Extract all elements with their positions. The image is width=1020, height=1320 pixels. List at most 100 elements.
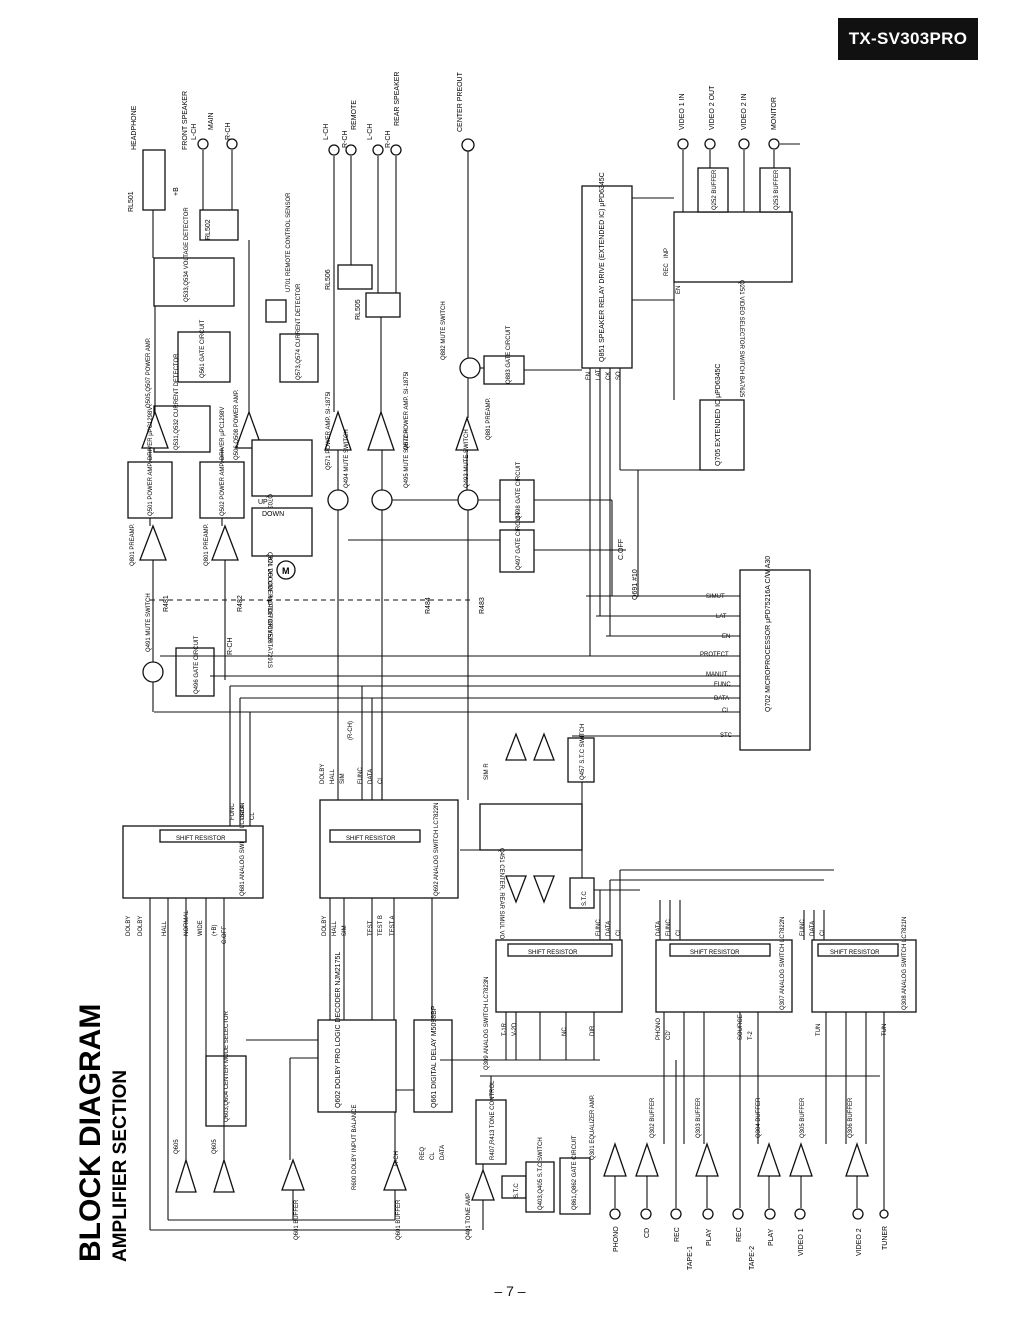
buffer-305-symbol — [789, 1142, 813, 1177]
digital-delay-label: Q661 DIGITAL DELAY M5098BP — [431, 1005, 438, 1108]
buffer-305-label: Q305 BUFFER — [800, 1097, 806, 1138]
diagram-title: BLOCK DIAGRAM — [74, 1004, 107, 1262]
tape1-play-jack — [702, 1208, 714, 1220]
rear-r-terminal — [390, 144, 402, 156]
pa-driver-l-label: Q501 POWER AMP. DRIVER μPC1298V — [148, 407, 154, 516]
video2-out-terminal — [704, 138, 716, 150]
sig-inp: INP — [664, 248, 670, 258]
tape2-label: TAPE-2 — [749, 1246, 756, 1270]
video-selector-label: Q251 VIDEO SELECTOR SWITCH BA7625 — [738, 280, 744, 398]
rl506-label: RL506 — [325, 269, 332, 290]
func-681: FUNC — [230, 803, 236, 820]
r482-label: R482 — [237, 595, 244, 612]
gate-498-label: Q498 GATE CIRCUIT — [516, 461, 522, 520]
tone-control-label: R407,R413 TONE CONTROL — [490, 1080, 496, 1160]
current-det-573-label: Q573,Q574 CURRENT DETECTOR — [296, 283, 302, 380]
sw-in-phono: PHONO — [656, 1018, 662, 1040]
mute-494-label: Q494 MUTE SWITCH — [344, 429, 350, 488]
buffer-453b — [533, 875, 555, 904]
func-308: FUNC — [800, 919, 806, 936]
in-c-off: C.OFF — [222, 926, 228, 944]
dolby-decoder-label: Q602 DOLBY PRO LOGIC DECODER NJM2175L — [335, 952, 342, 1108]
tape1-play-label: PLAY — [706, 1228, 713, 1246]
gate-883-label: Q883 GATE CIRCUIT — [506, 325, 512, 384]
cd-jack — [640, 1208, 652, 1220]
stc-small-label: S.T.C — [514, 1183, 520, 1198]
gate-497-label: Q497 GATE CIRCUIT — [516, 511, 522, 570]
cl-692: CL — [378, 776, 384, 784]
volt-det-label: Q533,Q534 VOLTAGE DETECTOR — [184, 207, 190, 302]
gate-861 — [559, 1157, 591, 1215]
front-lch-label: L-CH — [191, 124, 198, 140]
sw-in-v2d: V-2D — [512, 1022, 518, 1036]
tape2-play-label: PLAY — [768, 1228, 775, 1246]
pa-driver-l — [127, 461, 173, 519]
in-dolby: DOLBY — [126, 916, 132, 936]
sig-rec: REC — [664, 263, 670, 276]
in692-sim: SIM — [342, 925, 348, 936]
shift-692-label: SHIFT RESISTOR — [346, 836, 396, 842]
sig-lat2: LAT — [716, 614, 727, 620]
plus-b-1: +B — [173, 187, 180, 196]
up-label: UP — [258, 499, 268, 506]
remote-lch-label: L-CH — [323, 124, 330, 140]
tone-control — [475, 1099, 507, 1165]
stc-switch-457-label: Q457 S.T.C SWITCH — [580, 724, 586, 780]
preamp-881-label: Q881 PREAMP. — [486, 397, 492, 440]
analog-307-label: Q307 ANALOG SWITCH LC7822N — [780, 917, 786, 1010]
buffer-303-label: Q303 BUFFER — [696, 1097, 702, 1138]
q605a-symbol — [175, 1157, 197, 1193]
buffer-454a — [505, 732, 527, 761]
r481-label: R481 — [163, 595, 170, 612]
hall-692: HALL — [330, 768, 336, 784]
shift-resistor-308 — [817, 943, 899, 957]
power-amp-r-symbol — [235, 410, 263, 449]
buffer-304-label: Q304 BUFFER — [756, 1097, 762, 1138]
power-amp-571-label: Q571 POWER AMP. SI-1875I — [326, 391, 332, 470]
data-307: DATA — [656, 921, 662, 936]
remote-decoder-label: Q703 REMOTE CONTROL DECODER μPD1703CX528 — [266, 494, 272, 644]
wiring — [149, 143, 885, 1231]
motor-symbol — [276, 560, 296, 580]
sig-simut: SIMUT — [706, 594, 725, 600]
cl-309: CL — [616, 928, 622, 936]
preamp-l-symbol — [139, 524, 167, 561]
power-amp-r-label: Q506,Q508 POWER AMP. — [234, 389, 240, 460]
sig-cl: CL — [722, 708, 730, 714]
analog-692-label: Q692 ANALOG SWITCH LC7822N — [434, 803, 440, 896]
center-preout-label: CENTER PREOUT — [457, 71, 464, 132]
switch-section: Q681 ANALOG SWITCH LC7823N SHIFT RESISTO… — [122, 721, 917, 1070]
sw-in-dir: DIR — [590, 1025, 596, 1036]
gate-496-label: Q496 GATE CIRCUIT — [194, 635, 200, 694]
sig-protect: PROTECT — [700, 652, 729, 658]
buffer-453a — [505, 875, 527, 904]
mute-491-symbol — [142, 661, 164, 683]
analog-681-label: Q681 ANALOG SWITCH LC7823N — [240, 803, 246, 896]
q605b-label: Q605 — [212, 1139, 218, 1154]
output-section: RL501 HEADPHONE +B FRONT SPEAKER L-CH MA… — [127, 71, 639, 697]
sw-in-source: SOURCE — [738, 1014, 744, 1040]
simul-volume — [479, 803, 583, 851]
in-normal: NORMAL — [184, 910, 190, 936]
relay-rl506 — [337, 264, 373, 290]
page-number: – 7 – — [494, 1283, 526, 1299]
tape1-rec-label: REC — [674, 1227, 681, 1242]
cl-dd-label: CL — [430, 1152, 436, 1160]
center-preout-terminal — [461, 138, 475, 152]
diagram-subtitle: AMPLIFIER SECTION — [110, 1070, 131, 1262]
shift-307-label: SHIFT RESISTOR — [690, 950, 740, 956]
sim-692: SIM — [340, 773, 346, 784]
q691-label: Q691 #10 — [632, 569, 639, 600]
video2-label: VIDEO 2 — [856, 1228, 863, 1256]
in-wide: WIDE — [198, 920, 204, 936]
headphone-label: HEADPHONE — [131, 105, 138, 150]
current-det-l-label: Q531,Q532 CURRENT DETECTOR — [174, 353, 180, 450]
q605a-label: Q605 — [174, 1139, 180, 1154]
extended-ic — [699, 399, 745, 471]
relay-rl505 — [365, 292, 401, 318]
mute-495-symbol — [371, 489, 393, 511]
preamp-r-label: Q801 PREAMP. — [204, 523, 210, 566]
sw-in-t2: T-2 — [748, 1031, 754, 1040]
tape2-rec-label: REC — [736, 1227, 743, 1242]
pa-driver-r-label: Q502 POWER AMP. DRIVER μPC1298V — [220, 407, 226, 516]
